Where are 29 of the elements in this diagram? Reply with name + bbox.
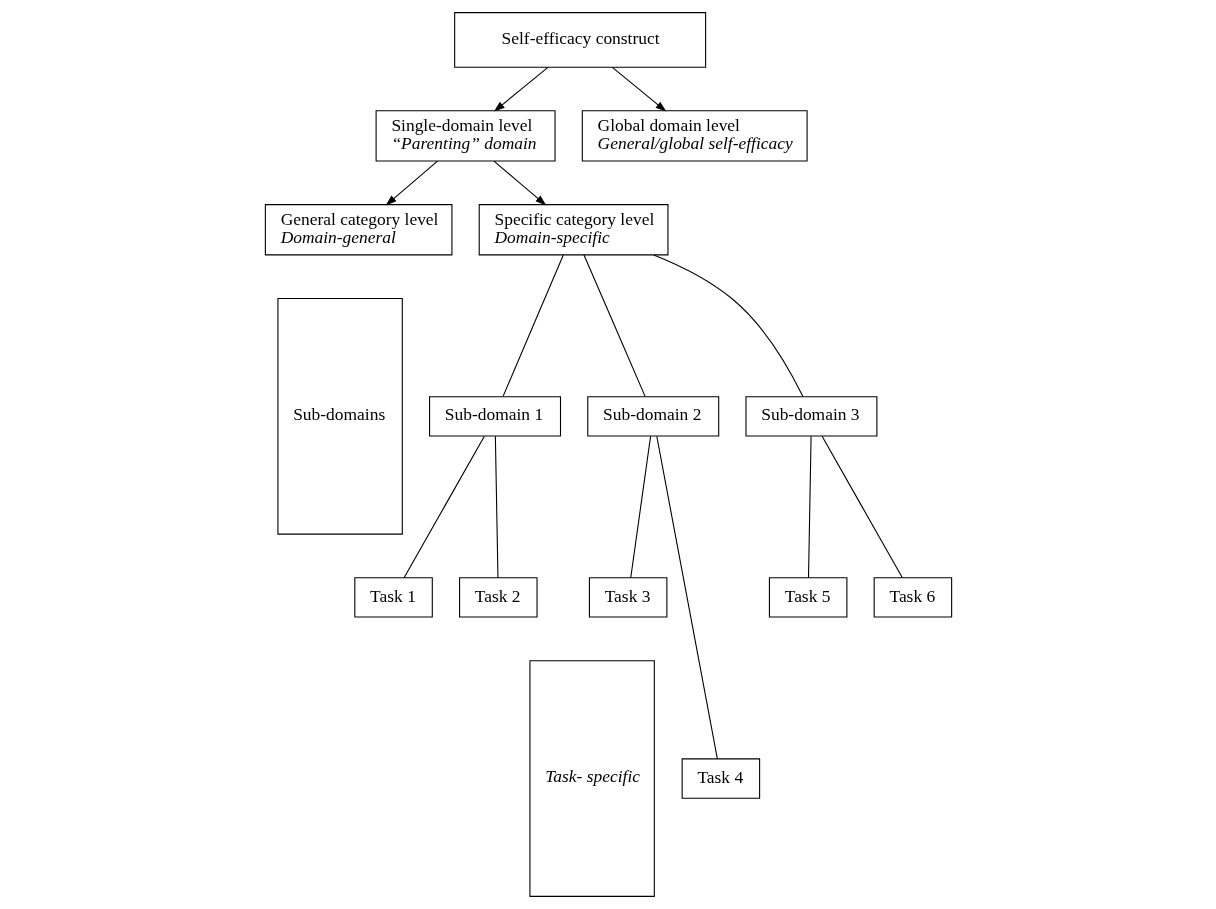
node-box: Task 3 — [588, 577, 667, 618]
node-box: Task- specific — [528, 660, 655, 897]
node-box: Self-efficacy construct — [453, 12, 706, 68]
connector — [582, 254, 646, 397]
node-box: Sub-domain 3 — [744, 396, 877, 437]
node-box: Specific category level Domain-specific — [478, 204, 668, 256]
node-box: General category level Domain-general — [264, 204, 452, 256]
arrow — [493, 66, 548, 112]
connector — [502, 254, 564, 397]
node-box: Task 1 — [353, 577, 433, 618]
node-box: Task 4 — [681, 758, 760, 799]
node-box: Sub-domain 1 — [428, 396, 561, 437]
node-box: Sub-domains — [276, 297, 403, 535]
node-box: Single-domain level “Parenting” domain — [375, 110, 556, 162]
arrow — [492, 160, 546, 206]
node-box: Task 2 — [458, 577, 538, 618]
connector — [807, 435, 812, 579]
connector — [494, 435, 498, 579]
connector — [652, 254, 803, 398]
connector — [629, 435, 651, 579]
node-box: Sub-domain 2 — [586, 396, 719, 437]
connector — [655, 435, 718, 760]
node-box: Task 6 — [873, 577, 952, 618]
arrow — [385, 160, 438, 206]
connector — [821, 435, 903, 579]
arrow — [611, 66, 666, 112]
node-box: Global domain level General/global self-efficacy — [581, 110, 808, 162]
node-box: Task 5 — [768, 577, 847, 618]
connector — [403, 435, 485, 579]
